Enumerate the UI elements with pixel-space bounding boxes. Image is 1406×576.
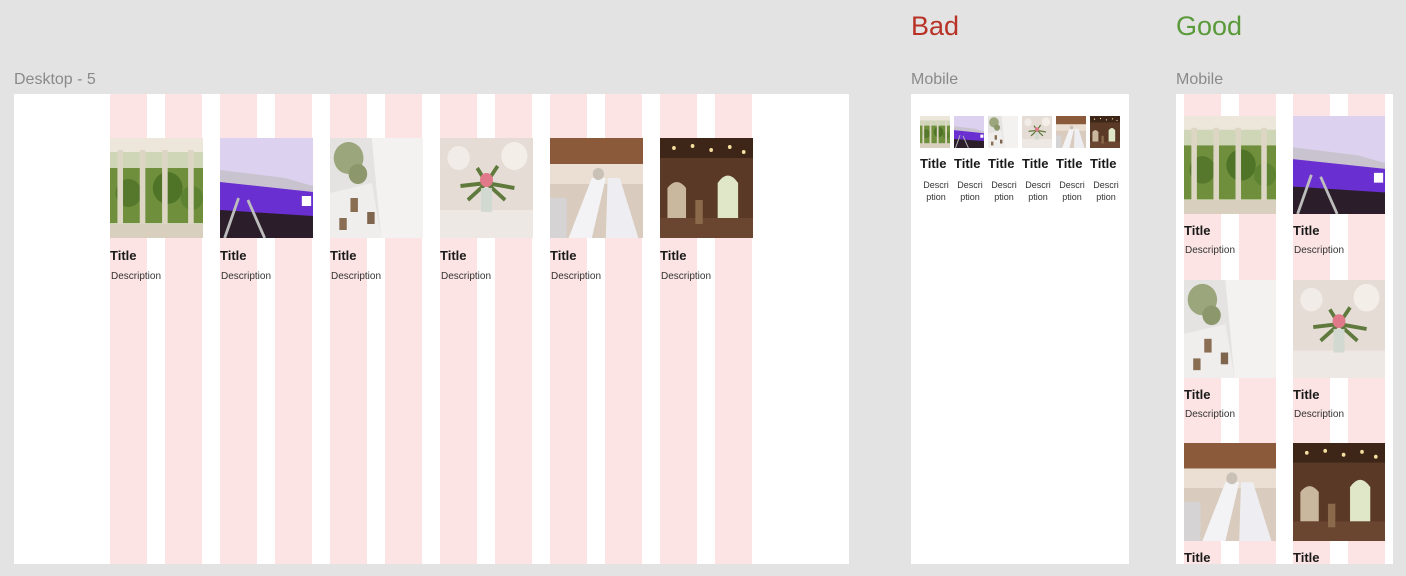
card-image — [954, 116, 984, 148]
card-image — [1184, 280, 1276, 378]
card-title: Title — [660, 248, 687, 263]
card-description: Description — [441, 271, 492, 282]
card-title: Title — [1184, 223, 1211, 238]
card-image — [110, 138, 203, 238]
card-image — [1293, 443, 1385, 541]
card-description: Description — [551, 271, 602, 282]
desktop-frame-label[interactable]: Desktop - 5 — [14, 71, 96, 88]
card-image — [1293, 116, 1385, 214]
card[interactable]: Title Description — [988, 116, 1018, 211]
card[interactable]: Title — [1293, 443, 1385, 564]
card[interactable]: Title Description — [660, 138, 753, 298]
card-title: Title — [988, 156, 1015, 171]
card-title: Title — [220, 248, 247, 263]
card-title: Title — [1184, 550, 1211, 564]
card-image — [1293, 280, 1385, 378]
card-image — [220, 138, 313, 238]
card-title: Title — [550, 248, 577, 263]
good-heading: Good — [1176, 11, 1243, 41]
card[interactable]: Title Description — [1056, 116, 1086, 211]
card-image — [330, 138, 423, 238]
bad-mobile-frame-label[interactable]: Mobile — [911, 71, 959, 88]
card[interactable]: Title Description — [1090, 116, 1120, 211]
card-title: Title — [1022, 156, 1049, 171]
card-description: Description — [991, 180, 1017, 202]
card[interactable]: Title Description — [110, 138, 203, 298]
card-image — [988, 116, 1018, 148]
card-title: Title — [1184, 387, 1211, 402]
card[interactable]: Title Description — [1184, 116, 1276, 266]
card-description: Description — [1093, 180, 1119, 202]
card[interactable]: Title — [1184, 443, 1276, 564]
card-title: Title — [1056, 156, 1083, 171]
card-title: Title — [1090, 156, 1117, 171]
card-title: Title — [330, 248, 357, 263]
bad-heading: Bad — [911, 11, 960, 41]
card-image — [1184, 443, 1276, 541]
card[interactable]: Title Description — [330, 138, 423, 298]
card-image — [1184, 116, 1276, 214]
card-description: Description — [1185, 245, 1236, 256]
card[interactable]: Title Description — [954, 116, 984, 211]
card-description: Description — [1185, 409, 1236, 420]
card[interactable]: Title Description — [920, 116, 950, 211]
card-title: Title — [1293, 223, 1320, 238]
bad-mobile-frame[interactable]: Title Description Title Description Titl… — [911, 94, 1129, 564]
card-image — [660, 138, 753, 238]
card-description: Description — [923, 180, 949, 202]
card-image — [550, 138, 643, 238]
card-title: Title — [1293, 387, 1320, 402]
card[interactable]: Title Description — [220, 138, 313, 298]
card[interactable]: Title Description — [1293, 280, 1385, 430]
card-title: Title — [1293, 550, 1320, 564]
card[interactable]: Title Description — [440, 138, 533, 298]
card-title: Title — [110, 248, 137, 263]
card-description: Description — [661, 271, 712, 282]
card[interactable]: Title Description — [1022, 116, 1052, 211]
card-title: Title — [954, 156, 981, 171]
card-description: Description — [1294, 245, 1345, 256]
card-description: Description — [957, 180, 983, 202]
card-image — [440, 138, 533, 238]
good-mobile-frame-label[interactable]: Mobile — [1176, 71, 1224, 88]
card-image — [1056, 116, 1086, 148]
card-title: Title — [920, 156, 947, 171]
card-description: Description — [221, 271, 272, 282]
card-description: Description — [1059, 180, 1085, 202]
card-description: Description — [331, 271, 382, 282]
card-title: Title — [440, 248, 467, 263]
card-description: Description — [1025, 180, 1051, 202]
card[interactable]: Title Description — [550, 138, 643, 298]
card[interactable]: Title Description — [1293, 116, 1385, 266]
card-description: Description — [111, 271, 162, 282]
card[interactable]: Title Description — [1184, 280, 1276, 430]
good-mobile-frame[interactable]: Title Description Title Description Titl… — [1176, 94, 1393, 564]
card-description: Description — [1294, 409, 1345, 420]
desktop-frame[interactable]: Title Description Title Description Titl… — [14, 94, 849, 564]
card-image — [1022, 116, 1052, 148]
card-image — [920, 116, 950, 148]
card-image — [1090, 116, 1120, 148]
